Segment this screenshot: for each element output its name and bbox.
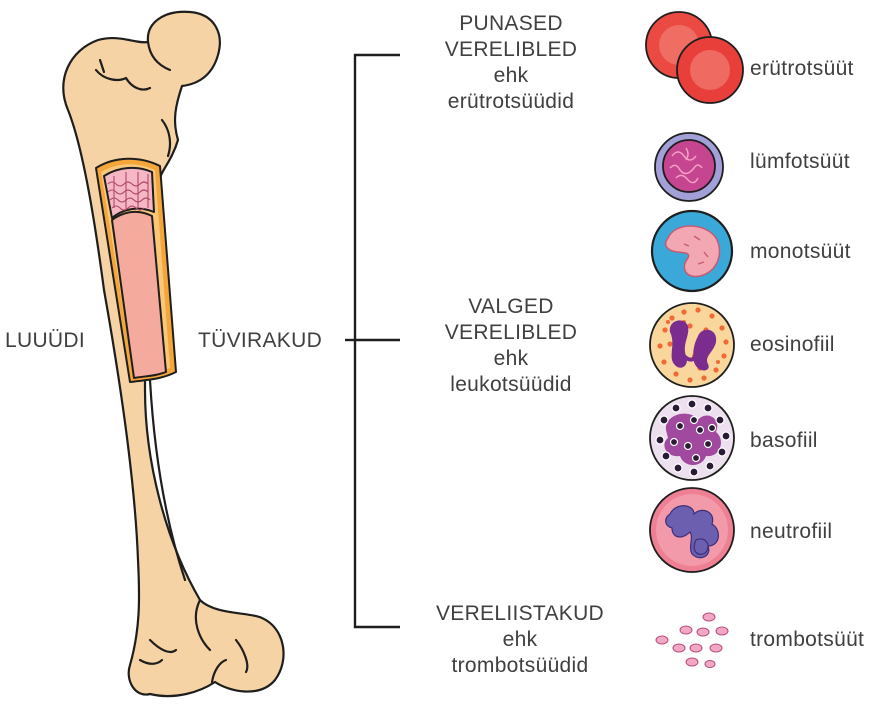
group-line: VERELIBLED [410, 320, 612, 346]
group-line: leukotsüüdid [410, 372, 612, 398]
group-line: trombotsüüdid [410, 653, 630, 679]
group-line: VERELIISTAKUD [410, 601, 630, 627]
group-line: erütrotsüüdid [410, 89, 612, 115]
group-line: PUNASED [410, 11, 612, 37]
lymphocyte-label: lümfotsüüt [750, 149, 850, 175]
bracket [345, 55, 400, 627]
neutrophil-icon [650, 488, 734, 572]
lymphocyte-icon [655, 133, 723, 201]
basophil-icon [650, 396, 734, 480]
erythrocyte-label: erütrotsüüt [750, 56, 854, 82]
erythrocyte-icon [646, 12, 743, 103]
red-blood-cells-group: PUNASED VERELIBLED ehk erütrotsüüdid [410, 11, 612, 115]
thrombocyte-icon [656, 613, 728, 668]
neutrophil-label: neutrofiil [750, 519, 832, 545]
monocyte-label: monotsüüt [750, 239, 851, 265]
marrow-label: LUUÜDI [5, 328, 85, 354]
group-line: VERELIBLED [410, 37, 612, 63]
eosinophil-icon [650, 303, 734, 387]
monocyte-icon [652, 211, 732, 291]
white-blood-cells-group: VALGED VERELIBLED ehk leukotsüüdid [410, 294, 612, 398]
group-line: ehk [410, 627, 630, 653]
group-line: ehk [410, 346, 612, 372]
group-line: ehk [410, 63, 612, 89]
platelets-group: VERELIISTAKUD ehk trombotsüüdid [410, 601, 630, 679]
spongy-bone [104, 168, 154, 218]
thrombocyte-label: trombotsüüt [750, 627, 864, 653]
group-line: VALGED [410, 294, 612, 320]
basophil-label: basofiil [750, 428, 818, 454]
stem-cells-label: TÜVIRAKUD [198, 328, 322, 354]
eosinophil-label: eosinofiil [750, 332, 835, 358]
